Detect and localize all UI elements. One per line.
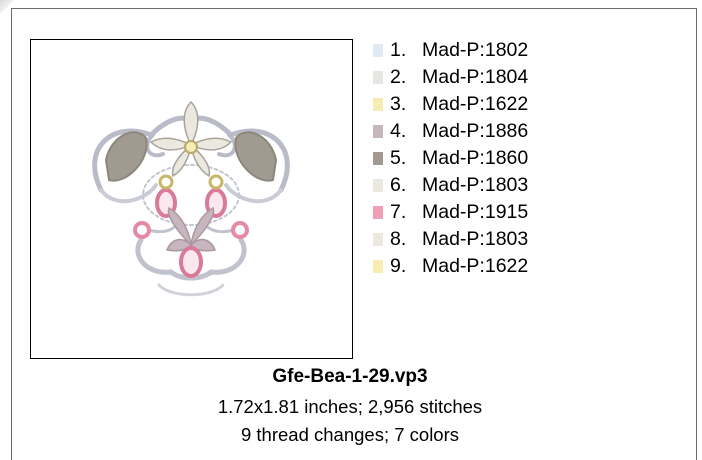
thread-swatch xyxy=(373,125,383,138)
thread-name: Mad-P:1915 xyxy=(422,201,529,223)
thread-swatch xyxy=(373,152,383,165)
thread-number: 7. xyxy=(390,201,407,223)
thread-name: Mad-P:1803 xyxy=(422,174,529,196)
embroidery-design-image xyxy=(92,100,290,297)
design-card xyxy=(11,8,697,460)
design-thread-changes: 9 thread changes; 7 colors xyxy=(240,424,460,445)
thread-name: Mad-P:1803 xyxy=(422,228,529,250)
thread-number: 5. xyxy=(390,147,407,169)
page-corner-fold xyxy=(0,0,14,14)
thread-swatch xyxy=(373,233,383,246)
thread-swatch xyxy=(373,71,383,84)
thread-number: 2. xyxy=(390,66,407,88)
thread-item: 2. Mad-P:1804 xyxy=(373,64,528,91)
thread-item: 9. Mad-P:1622 xyxy=(373,253,528,280)
thread-number: 1. xyxy=(390,39,407,61)
thread-name: Mad-P:1886 xyxy=(422,120,529,142)
thread-item: 7. Mad-P:1915 xyxy=(373,199,528,226)
thread-number: 9. xyxy=(390,255,407,277)
thread-item: 3. Mad-P:1622 xyxy=(373,91,528,118)
thread-color-list: 1. Mad-P:1802 2. Mad-P:1804 3. Mad-P:1622 4… xyxy=(373,37,528,280)
thread-name: Mad-P:1622 xyxy=(422,93,529,115)
thread-swatch xyxy=(373,179,383,192)
embroidery-preview xyxy=(30,39,353,359)
thread-swatch xyxy=(373,260,383,273)
thread-name: Mad-P:1804 xyxy=(422,66,529,88)
thread-swatch xyxy=(373,44,383,57)
thread-item: 4. Mad-P:1886 xyxy=(373,118,528,145)
thread-name: Mad-P:1802 xyxy=(422,39,529,61)
thread-number: 8. xyxy=(390,228,407,250)
design-size-stitches: 1.72x1.81 inches; 2,956 stitches xyxy=(217,396,483,417)
thread-swatch xyxy=(373,98,383,111)
thread-number: 4. xyxy=(390,120,407,142)
thread-item: 1. Mad-P:1802 xyxy=(373,37,528,64)
thread-number: 6. xyxy=(390,174,407,196)
thread-name: Mad-P:1622 xyxy=(422,255,529,277)
thread-name: Mad-P:1860 xyxy=(422,147,529,169)
thread-item: 6. Mad-P:1803 xyxy=(373,172,528,199)
thread-item: 8. Mad-P:1803 xyxy=(373,226,528,253)
thread-number: 3. xyxy=(390,93,407,115)
design-filename: Gfe-Bea-1-29.vp3 xyxy=(272,366,428,387)
thread-swatch xyxy=(373,206,383,219)
thread-item: 5. Mad-P:1860 xyxy=(373,145,528,172)
